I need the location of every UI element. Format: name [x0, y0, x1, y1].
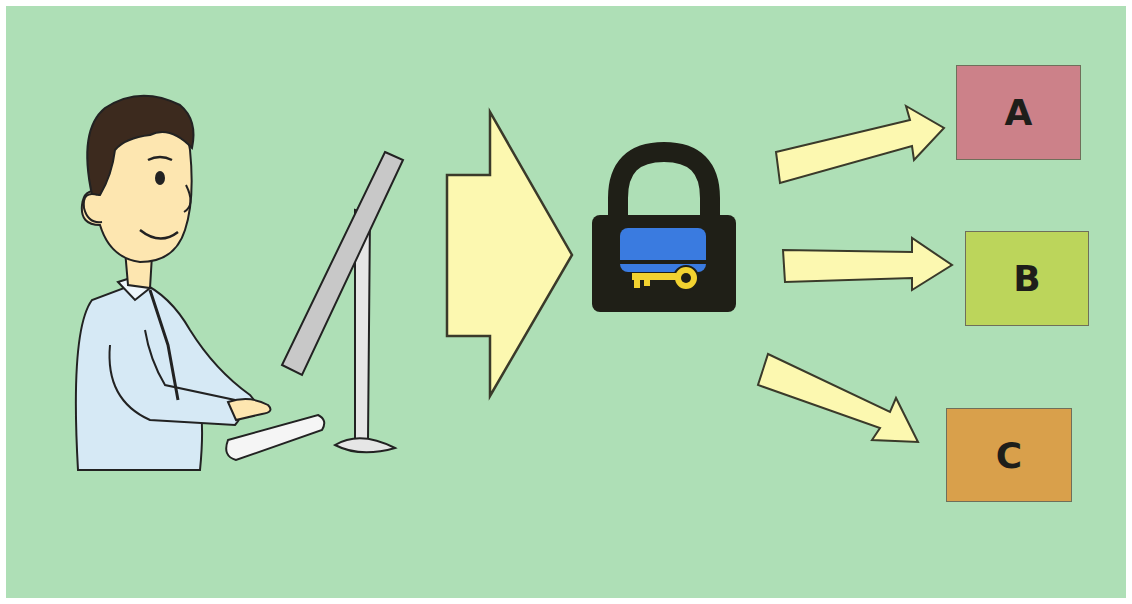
- computer: [226, 152, 403, 460]
- box-letter: B: [1013, 258, 1040, 299]
- person-at-computer: [76, 96, 271, 470]
- box-letter: A: [1005, 92, 1033, 133]
- letter-box: C: [946, 408, 1072, 502]
- big-arrow: [447, 112, 572, 396]
- box-letter: C: [996, 435, 1022, 476]
- letter-box: A: [956, 65, 1081, 160]
- arrow: [783, 238, 952, 290]
- padlock-symbol: [592, 152, 736, 312]
- arrow: [776, 106, 944, 183]
- letter-box: B: [965, 231, 1089, 326]
- frame: [3, 3, 1129, 601]
- arrow: [758, 354, 918, 442]
